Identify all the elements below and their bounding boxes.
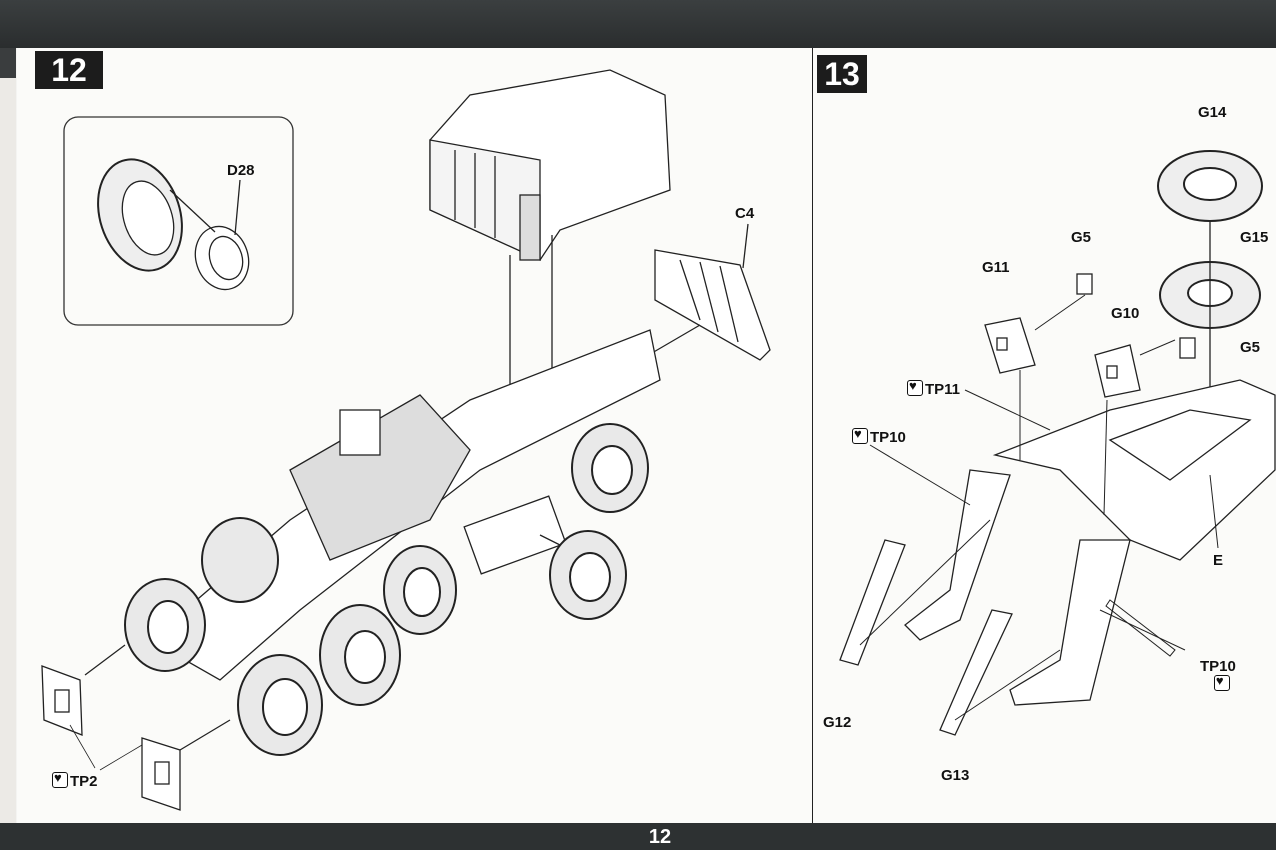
part-label-g10: G10 — [1111, 305, 1140, 322]
parts-g11-g10 — [984, 273, 1196, 398]
part-label-d28: D28 — [227, 162, 255, 179]
part-label-g15: G15 — [1240, 229, 1269, 246]
wheel — [549, 530, 627, 620]
heart-split-icon — [907, 378, 923, 396]
bottom-band — [0, 823, 1276, 850]
tire-g14 — [1157, 150, 1263, 222]
part-label-g14: G14 — [1198, 104, 1227, 121]
step-number-12: 12 — [35, 51, 103, 89]
heart-split-icon — [1213, 673, 1230, 691]
page-number: 12 — [648, 826, 672, 848]
heart-split-icon — [852, 426, 868, 444]
frame-part-e — [992, 379, 1276, 561]
part-label-e: E — [1213, 552, 1224, 569]
part-c4-grille — [654, 249, 771, 361]
parts-g12-g13 — [839, 539, 1013, 736]
inset-tire — [97, 158, 183, 272]
wheel — [319, 604, 401, 706]
wheel — [124, 578, 206, 672]
step-number-13: 13 — [817, 55, 867, 93]
wheel — [383, 545, 457, 635]
truck-chassis — [148, 329, 661, 681]
part-label-tp2: TP2 — [52, 770, 98, 790]
part-label-g5: G5 — [1071, 229, 1092, 246]
part-label-tp10: TP10 — [852, 426, 906, 446]
part-label-g12: G12 — [823, 714, 852, 731]
truck-wheels — [124, 423, 649, 756]
top-band — [0, 0, 1276, 48]
part-label-g5: G5 — [1240, 339, 1261, 356]
detail-inset-box — [63, 116, 294, 326]
truck-cab — [429, 69, 671, 262]
part-label-g13: G13 — [941, 767, 970, 784]
mudflaps-tp2 — [41, 665, 181, 811]
heart-split-icon — [52, 770, 68, 788]
wheel — [237, 654, 323, 756]
inset-wheel-rim-d28 — [194, 225, 250, 291]
part-label-g11: G11 — [982, 259, 1010, 276]
wheel — [571, 423, 649, 513]
part-label-c4: C4 — [735, 205, 755, 222]
frame-legs — [904, 469, 1131, 706]
part-label-tp11: TP11 — [907, 378, 960, 398]
wheel — [201, 517, 279, 603]
part-label-tp10: TP10 — [1200, 658, 1236, 693]
left-page-edge — [0, 48, 16, 823]
